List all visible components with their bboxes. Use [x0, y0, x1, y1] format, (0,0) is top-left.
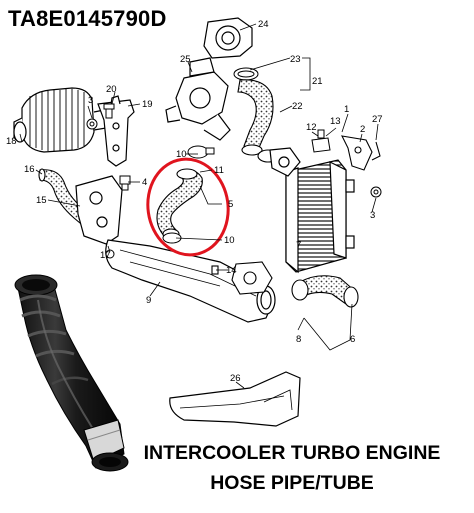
callout-leaders — [19, 23, 379, 389]
caption-line-1: INTERCOOLER TURBO ENGINE — [143, 442, 441, 464]
hose-part-6 — [291, 275, 359, 308]
intercooler-hose-part-5 — [156, 168, 203, 240]
bolt-part-3-left — [86, 118, 98, 130]
callout-17: 17 — [100, 250, 111, 261]
callout-22: 22 — [292, 101, 303, 112]
callout-11: 11 — [214, 165, 224, 176]
callout-12: 12 — [306, 122, 317, 133]
callout-16: 16 — [24, 164, 35, 175]
bracket-part-19 — [97, 95, 135, 167]
callout-4: 4 — [142, 177, 147, 188]
callout-5: 5 — [228, 199, 233, 210]
callout-10-bottom: 10 — [224, 235, 235, 246]
hose-clamp-part-10 — [162, 145, 215, 244]
callout-3-left: 3 — [88, 95, 93, 106]
callout-24: 24 — [258, 19, 269, 30]
callout-6: 6 — [350, 334, 355, 345]
callout-23: 23 — [290, 54, 301, 65]
callout-26: 26 — [230, 373, 241, 384]
callout-2: 2 — [360, 124, 365, 135]
callout-13: 13 — [330, 116, 341, 127]
callout-numbers: 24 25 23 21 22 20 19 3 18 16 15 4 10 11 … — [6, 19, 383, 384]
callout-3-right: 3 — [370, 210, 375, 221]
callout-21: 21 — [312, 76, 323, 87]
intercooler-part-7 — [269, 147, 355, 274]
air-duct-part-26 — [169, 371, 301, 427]
bolt-part-20 — [103, 103, 115, 119]
bracket-part-2 — [341, 135, 381, 171]
throttle-body-part-24 — [203, 17, 253, 59]
turbo-valve-part-25 — [165, 57, 231, 141]
callout-25: 25 — [180, 54, 191, 65]
callout-27: 27 — [372, 114, 383, 125]
callout-14: 14 — [226, 265, 237, 276]
callout-9: 9 — [146, 295, 151, 306]
callout-18: 18 — [6, 136, 17, 147]
bolt-part-17 — [105, 249, 115, 259]
callout-7: 7 — [296, 240, 301, 251]
callout-1: 1 — [344, 104, 349, 115]
sensor-part-12 — [311, 129, 331, 153]
bolt-part-4 — [119, 175, 131, 191]
callout-19: 19 — [142, 99, 153, 110]
caption-line-2: HOSE PIPE/TUBE — [210, 472, 374, 494]
flange-part-14 — [211, 261, 273, 295]
bolt-part-3-right — [370, 186, 382, 198]
hose-clamp-band — [83, 419, 125, 463]
callout-8: 8 — [296, 334, 301, 345]
callout-20: 20 — [106, 84, 117, 95]
part-number-title: TA8E0145790D — [8, 6, 167, 31]
callout-15: 15 — [36, 195, 47, 206]
o-ring-part-23 — [233, 67, 259, 81]
manifold-flange-part-15 — [75, 175, 123, 245]
highlight-ring — [146, 157, 230, 257]
hose-photo — [14, 274, 129, 472]
callout-10-top: 10 — [176, 149, 187, 160]
